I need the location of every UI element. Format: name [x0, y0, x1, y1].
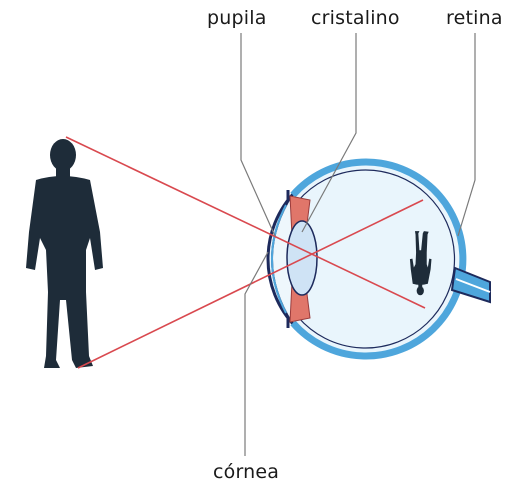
label-pupila: pupila [207, 7, 267, 29]
leader-pupila [241, 33, 275, 236]
lens-shape [287, 221, 317, 295]
person-silhouette [26, 139, 103, 368]
label-cornea: córnea [213, 461, 279, 483]
label-retina: retina [446, 7, 503, 29]
leader-cornea [245, 252, 268, 456]
leader-retina [458, 33, 475, 236]
label-cristalino: cristalino [311, 7, 400, 29]
